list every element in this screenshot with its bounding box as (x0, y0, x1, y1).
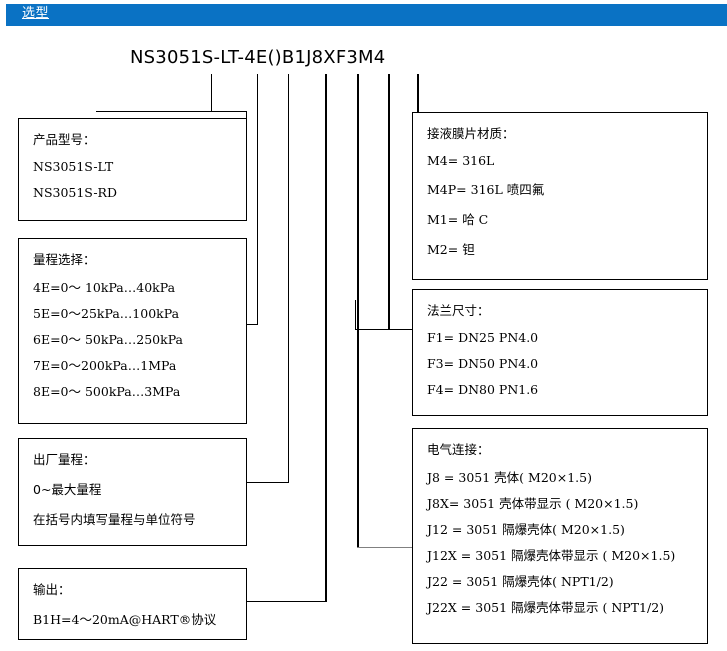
material-option-m2: M2= 钽 (427, 242, 475, 257)
connector-flange-to-box (355, 329, 413, 330)
range-option-5e: 5E=0～25kPa…100kPa (33, 306, 180, 321)
page-title: 选型 (22, 5, 50, 20)
electrical-option-j12x: J12X = 3051 隔爆壳体带显示 ( M20×1.5) (427, 548, 676, 563)
factory-range-title: 出厂量程： (33, 452, 96, 467)
diaphragm-material-title: 接液膜片材质： (427, 126, 515, 141)
electrical-option-j8: J8 = 3051 壳体( M20×1.5) (427, 470, 592, 485)
range-option-7e: 7E=0～200kPa…1MPa (33, 358, 177, 373)
model-code-electrical: J8X (306, 47, 336, 68)
factory-range-line-0: 0~最大量程 (33, 482, 102, 497)
model-code-series: NS3051S-LT (130, 47, 238, 68)
output-title: 输出： (33, 582, 71, 597)
model-code-output: B1 (281, 47, 307, 68)
connector-series-to-box (211, 111, 247, 112)
factory-range-line-1: 在括号内填写量程与单位符号 (33, 512, 196, 527)
product-model-option-1: NS3051S-RD (33, 185, 117, 200)
model-code-range: 4E (244, 47, 268, 68)
range-option-8e: 8E=0～ 500kPa…3MPa (33, 384, 181, 399)
header-bar (6, 4, 727, 26)
flange-size-box: 法兰尺寸： F1= DN25 PN4.0 F3= DN50 PN4.0 F4= … (412, 289, 708, 416)
material-option-m1: M1= 哈 C (427, 212, 489, 227)
model-code-dash: - (237, 47, 245, 68)
material-option-m4p: M4P= 316L 喷四氟 (427, 182, 545, 197)
connector-electrical-to-box (357, 547, 413, 548)
connector-series-horizontal (96, 111, 212, 112)
electrical-option-j8x: J8X= 3051 壳体带显示 ( M20×1.5) (427, 496, 639, 511)
connector-material-vertical (417, 74, 419, 114)
range-option-4e: 4E=0～ 10kPa…40kPa (33, 280, 176, 295)
range-selection-box: 量程选择： 4E=0～ 10kPa…40kPa 5E=0～25kPa…100kP… (18, 238, 247, 424)
diaphragm-material-box: 接液膜片材质： M4= 316L M4P= 316L 喷四氟 M1= 哈 C M… (412, 112, 708, 280)
connector-factory-vertical (288, 74, 289, 483)
product-model-title: 产品型号： (33, 132, 96, 147)
connector-output-to-box (246, 601, 326, 602)
connector-series-vertical (211, 74, 212, 112)
connector-factory-to-box (246, 482, 289, 483)
connector-output-vertical (325, 74, 327, 602)
range-option-6e: 6E=0～ 50kPa…250kPa (33, 332, 183, 347)
connector-range-vertical (257, 74, 258, 325)
model-code-material: M4 (358, 47, 386, 68)
electrical-option-j22: J22 = 3051 隔爆壳体( NPT1/2) (427, 574, 614, 589)
output-box: 输出： B1H=4～20mA@HART®协议 (18, 568, 247, 640)
output-option-b1h: B1H=4～20mA@HART®协议 (33, 612, 217, 627)
connector-electrical-vertical (357, 74, 359, 548)
flange-option-f3: F3= DN50 PN4.0 (427, 356, 539, 371)
electrical-option-j22x: J22X = 3051 隔爆壳体带显示 ( NPT1/2) (427, 600, 665, 615)
factory-range-box: 出厂量程： 0~最大量程 在括号内填写量程与单位符号 (18, 438, 247, 546)
product-model-option-0: NS3051S-LT (33, 159, 114, 174)
flange-option-f1: F1= DN25 PN4.0 (427, 330, 539, 345)
electrical-connection-box: 电气连接： J8 = 3051 壳体( M20×1.5) J8X= 3051 壳… (412, 428, 708, 644)
electrical-option-j12: J12 = 3051 隔爆壳体( M20×1.5) (427, 522, 625, 537)
electrical-connection-title: 电气连接： (427, 442, 490, 457)
connector-series-elbow (246, 111, 247, 119)
flange-option-f4: F4= DN80 PN1.6 (427, 382, 539, 397)
product-model-box: 产品型号： NS3051S-LT NS3051S-RD (18, 118, 247, 221)
range-selection-title: 量程选择： (33, 252, 96, 267)
flange-size-title: 法兰尺寸： (427, 303, 490, 318)
connector-flange-vertical (388, 74, 390, 330)
material-option-m4: M4= 316L (427, 153, 495, 168)
model-code-flange: F3 (335, 47, 359, 68)
model-code-line: NS3051S-LT-4E()B1J8XF3M4 (130, 47, 385, 69)
model-code-factory-range: () (267, 47, 282, 68)
connector-flange-stub (355, 300, 356, 330)
